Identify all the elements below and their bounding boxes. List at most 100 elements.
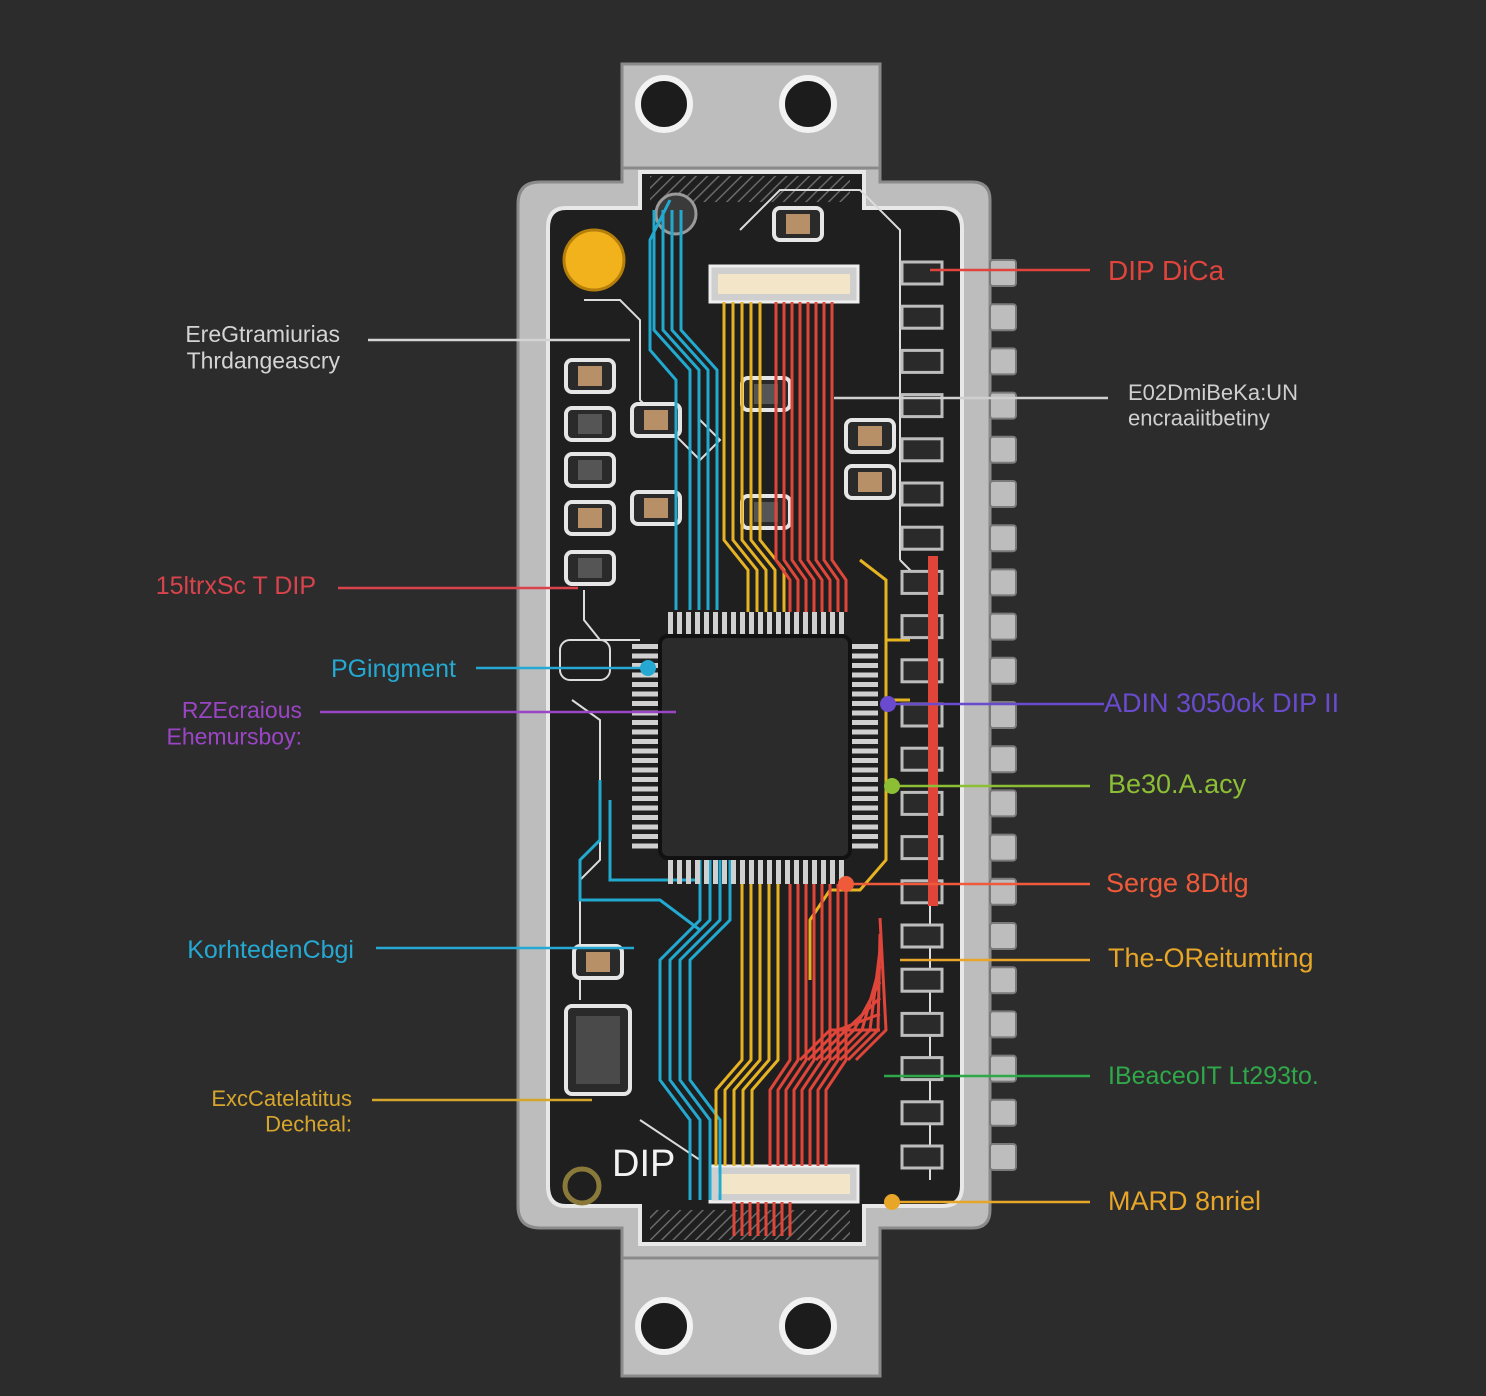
trace: [774, 302, 792, 612]
smd-component: [564, 452, 616, 488]
trace: [578, 780, 701, 932]
callout-label-right-6: The-OReitumting: [1108, 943, 1314, 973]
trace: [816, 884, 840, 1166]
trace: [741, 880, 771, 1166]
signal-traces: [578, 199, 910, 1236]
edge-pins: [900, 259, 1017, 1171]
trace: [749, 302, 777, 612]
inductor-component: [564, 1004, 632, 1096]
edge-pin: [900, 966, 1017, 995]
trace: [776, 884, 800, 1166]
mounting-holes: [635, 75, 837, 1355]
trace: [806, 302, 824, 612]
red-bus-bar: [928, 556, 938, 906]
trace: [688, 860, 732, 1200]
leader-dot: [884, 1194, 900, 1210]
callout-leaders: [320, 268, 1108, 1210]
trace: [722, 302, 750, 612]
trace: [731, 302, 759, 612]
trace: [830, 302, 848, 612]
smd-component: [564, 500, 616, 536]
callout-label-right-5: Serge 8Dtlg: [1106, 868, 1249, 898]
edge-pin: [900, 1143, 1017, 1171]
trace: [758, 302, 786, 612]
main-ic-chip: [632, 612, 878, 884]
trace: [814, 302, 832, 612]
trace: [678, 860, 722, 1200]
top-connector: [708, 264, 860, 304]
trace: [846, 933, 882, 1062]
mounting-hole-top-right: [779, 75, 837, 133]
trace: [790, 302, 808, 612]
trace: [800, 884, 824, 1166]
smd-component: [572, 944, 624, 980]
edge-pin: [900, 480, 1017, 508]
fiducial-ring: [562, 1166, 602, 1206]
smd-component: [630, 402, 682, 438]
callout-label-right-8: MARD 8nriel: [1108, 1186, 1261, 1216]
edge-pin: [900, 922, 1017, 950]
edge-pin: [900, 347, 1017, 376]
trace: [838, 949, 882, 1062]
trace: [652, 210, 692, 610]
callout-label-right-1: DIP DiCa: [1108, 255, 1225, 286]
mounting-hole-bottom-left: [635, 1297, 693, 1355]
smd-component: [630, 490, 682, 526]
trace: [661, 210, 701, 610]
board-label: DIP: [612, 1143, 675, 1185]
smd-component: [844, 418, 896, 454]
callout-label-left-5: KorhtedenCbgi: [187, 936, 354, 964]
trace: [648, 199, 678, 610]
smd-components: [564, 206, 896, 1096]
smd-component: [564, 550, 616, 586]
trace: [854, 917, 888, 1062]
mounting-hole-top-left: [635, 75, 693, 133]
trace: [723, 880, 753, 1166]
trace: [784, 884, 808, 1166]
trace: [808, 558, 888, 980]
top-crystal: [654, 192, 698, 236]
trace: [670, 210, 710, 610]
leader-dot: [880, 696, 896, 712]
trace: [792, 884, 816, 1166]
smd-component: [844, 464, 896, 500]
mounting-hole-bottom-right: [779, 1297, 837, 1355]
bottom-connector: [708, 1164, 860, 1204]
leader-dot: [640, 660, 656, 676]
trace: [808, 884, 832, 1166]
trace: [822, 302, 840, 612]
trace: [658, 860, 702, 1200]
smd-component: [564, 358, 616, 394]
edge-pin: [900, 303, 1017, 332]
callout-label-right-7: IBeaceoIT Lt293to.: [1108, 1062, 1319, 1090]
leader-dot: [884, 778, 900, 794]
trace: [668, 860, 712, 1200]
edge-pin: [900, 259, 1017, 287]
smd-component: [772, 206, 824, 242]
trace: [824, 884, 848, 1166]
trace: [768, 884, 792, 1166]
leader-dot: [838, 876, 854, 892]
trace: [798, 302, 816, 612]
edge-pin: [900, 1010, 1017, 1039]
edge-pin: [900, 435, 1017, 464]
trace: [740, 302, 768, 612]
yellow-pad: [562, 228, 626, 292]
trace: [732, 880, 762, 1166]
callout-label-right-3: ADIN 3050ok DIP II: [1104, 688, 1339, 718]
trace: [714, 880, 744, 1166]
callout-label-left-3: PGingment: [331, 655, 456, 683]
trace: [782, 302, 800, 612]
smd-component: [564, 406, 616, 442]
trace: [679, 210, 719, 610]
edge-pin: [900, 524, 1017, 553]
trace: [750, 880, 780, 1166]
edge-pin: [900, 1098, 1017, 1127]
